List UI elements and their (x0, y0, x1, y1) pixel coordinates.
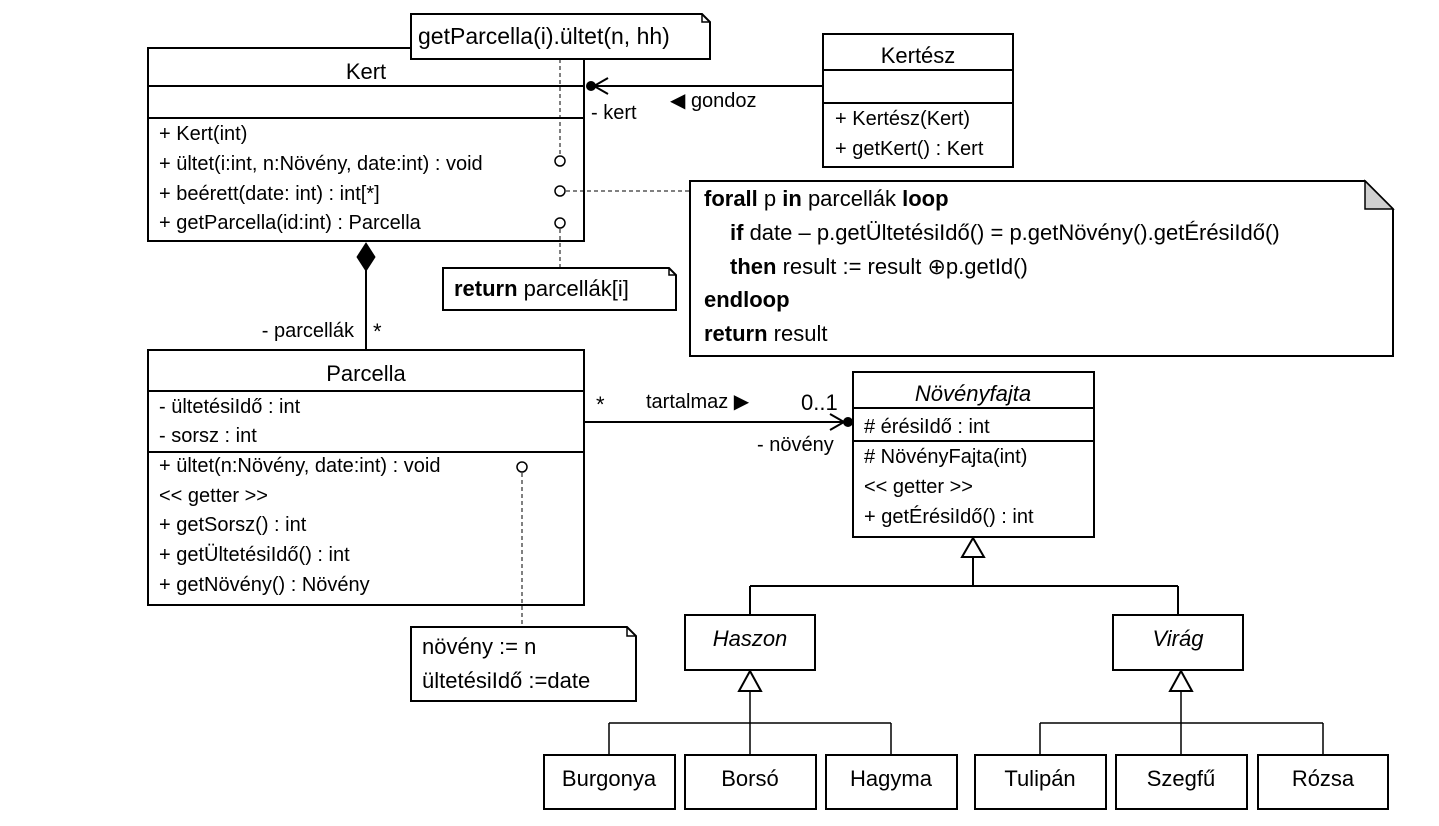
note-anchor-icon (554, 155, 566, 167)
parcella-method-getnoveny: + getNövény() : Növény (159, 574, 370, 596)
class-novenyfajta-name: Növényfajta (915, 381, 1031, 406)
parcella-attr-sorsz: - sorsz : int (159, 425, 257, 447)
algo-line-forall: forall p in parcellák loop (704, 186, 949, 211)
note-anchor-icon (554, 217, 566, 229)
note-anchor-icon (516, 461, 528, 473)
class-haszon-name: Haszon (713, 626, 788, 651)
kertesz-method-getkert: + getKert() : Kert (835, 138, 984, 160)
class-kertesz[interactable]: Kertész + Kertész(Kert) + getKert() : Ke… (822, 33, 1014, 168)
class-szegfu[interactable]: Szegfű (1115, 754, 1248, 810)
class-szegfu-name: Szegfű (1147, 766, 1216, 791)
class-virag-name: Virág (1153, 626, 1205, 651)
note-return-parcella[interactable]: return parcellák[i] (442, 217, 677, 311)
kert-method-getparcella: + getParcella(id:int) : Parcella (159, 212, 422, 234)
assoc-noveny-role: - növény (757, 434, 834, 456)
parcella-method-getultetesiido: + getÜltetésiIdő() : int (159, 544, 350, 566)
class-hagyma[interactable]: Hagyma (825, 754, 958, 810)
kert-method-beerett: + beérett(date: int) : int[*] (159, 183, 380, 205)
generalization-haszon (608, 668, 892, 755)
novenyfajta-method-constructor: # NövényFajta(int) (864, 446, 1027, 468)
parcella-attr-ultetesiido: - ültetésiIdő : int (159, 396, 301, 418)
class-parcella-name: Parcella (326, 361, 406, 386)
class-tulipan[interactable]: Tulipán (974, 754, 1107, 810)
note-parcella-ultet-line2: ültetésiIdő :=date (422, 668, 590, 693)
note-anchor-icon (554, 185, 566, 197)
algo-line-if: if date – p.getÜltetésiIdő() = p.getNövé… (730, 220, 1280, 245)
class-kert-name: Kert (346, 59, 386, 84)
algo-line-endloop: endloop (704, 287, 790, 312)
note-beerett-algorithm[interactable]: forall p in parcellák loop if date – p.g… (554, 179, 1395, 357)
assoc-tartalmaz-mult-left: * (596, 392, 605, 417)
note-parcella-ultet-line1: növény := n (422, 634, 536, 659)
ownership-dot-icon (843, 417, 853, 427)
parcella-method-ultet: + ültet(n:Növény, date:int) : void (159, 455, 440, 477)
kertesz-method-constructor: + Kertész(Kert) (835, 108, 970, 130)
class-burgonya-name: Burgonya (562, 766, 657, 791)
generalization-arrowhead (960, 536, 986, 558)
assoc-gondoz-label: ◀ gondoz (670, 90, 757, 112)
generalization-novenyfajta (749, 536, 1179, 615)
class-kertesz-name: Kertész (881, 43, 956, 68)
ownership-dot-icon (586, 81, 596, 91)
generalization-virag (1039, 668, 1324, 755)
class-tulipan-name: Tulipán (1004, 766, 1075, 791)
class-rozsa[interactable]: Rózsa (1257, 754, 1389, 810)
class-borso-name: Borsó (721, 766, 778, 791)
class-hagyma-name: Hagyma (850, 766, 933, 791)
class-kert[interactable]: Kert + Kert(int) + ültet(i:int, n:Növény… (147, 47, 585, 242)
class-burgonya[interactable]: Burgonya (543, 754, 676, 810)
class-rozsa-name: Rózsa (1292, 766, 1355, 791)
class-novenyfajta[interactable]: Növényfajta # érésiIdő : int # NövényFaj… (852, 371, 1095, 538)
composition-parcellak[interactable]: - parcellák * (262, 242, 382, 350)
note-getparcella-ultet-text: getParcella(i).ültet(n, hh) (418, 23, 670, 49)
novenyfajta-attr-eresiido: # érésiIdő : int (864, 416, 990, 438)
class-parcella[interactable]: Parcella - ültetésiIdő : int - sorsz : i… (147, 349, 585, 606)
parcella-method-getsorsz: + getSorsz() : int (159, 514, 307, 536)
class-haszon[interactable]: Haszon (684, 614, 816, 671)
assoc-kert-role: - kert (591, 102, 637, 124)
assoc-tartalmaz-label: tartalmaz ▶ (646, 391, 750, 413)
novenyfajta-stereotype-getter: << getter >> (864, 476, 973, 498)
note-return-parcella-text: return parcellák[i] (454, 276, 629, 301)
composition-diamond-icon (356, 242, 376, 272)
kert-method-constructor: + Kert(int) (159, 123, 247, 145)
assoc-tartalmaz-mult-right: 0..1 (801, 390, 838, 415)
parcella-stereotype-getter: << getter >> (159, 485, 268, 507)
assoc-parcellak-role: - parcellák (262, 320, 355, 342)
algo-line-return: return result (704, 321, 827, 346)
note-parcella-ultet[interactable]: növény := n ültetésiIdő :=date (410, 461, 637, 702)
kert-method-ultet: + ültet(i:int, n:Növény, date:int) : voi… (159, 153, 483, 175)
association-tartalmaz[interactable]: * tartalmaz ▶ 0..1 - növény (584, 390, 853, 456)
note-getparcella-ultet[interactable]: getParcella(i).ültet(n, hh) (410, 13, 711, 167)
generalization-arrowhead (1168, 668, 1194, 692)
algo-line-then: then result := result ⊕p.getId() (730, 254, 1028, 279)
generalization-arrowhead (737, 668, 763, 692)
novenyfajta-method-geteresiido: + getÉrésiIdő() : int (864, 505, 1034, 528)
association-gondoz[interactable]: - kert ◀ gondoz (586, 77, 823, 124)
assoc-parcellak-multiplicity: * (373, 319, 382, 344)
class-borso[interactable]: Borsó (684, 754, 817, 810)
class-virag[interactable]: Virág (1112, 614, 1244, 671)
